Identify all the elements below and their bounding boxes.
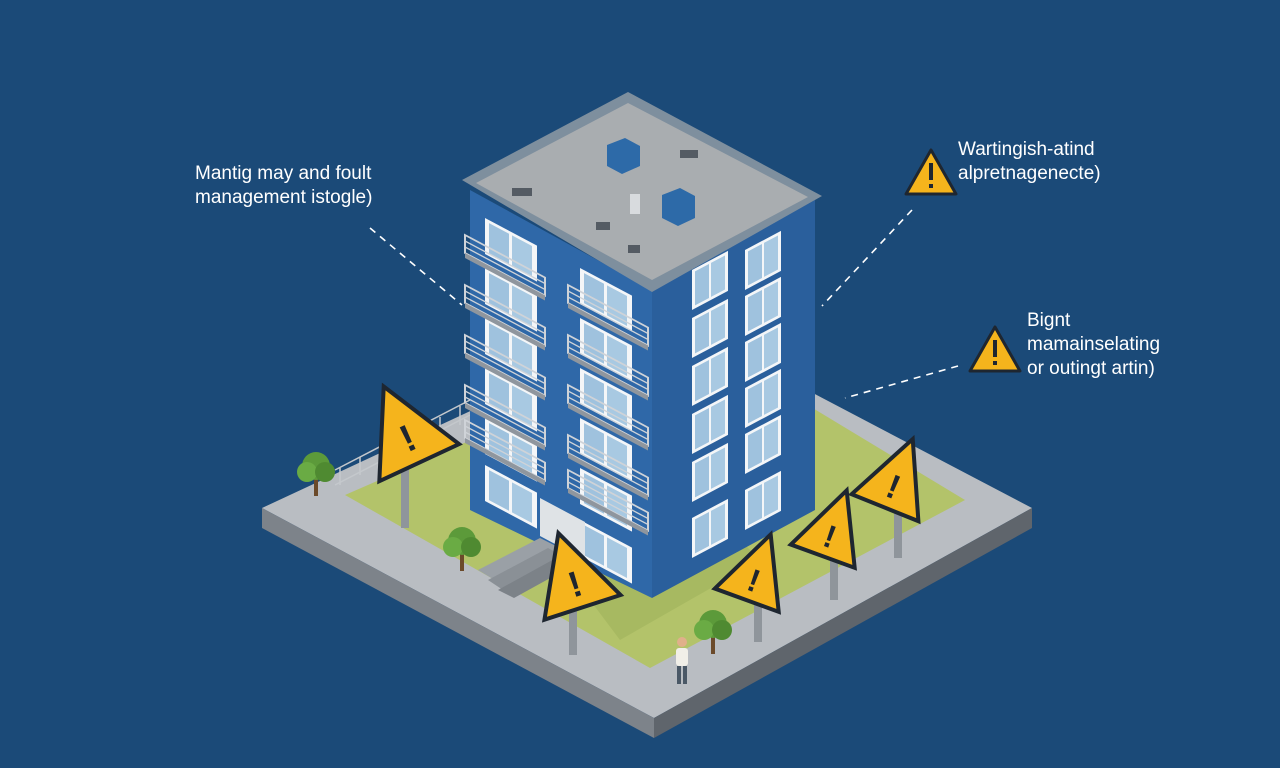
apartment-building xyxy=(462,92,822,598)
callout-text-line: alpretnagenecte) xyxy=(958,163,1101,184)
callout-text-line: Bignt xyxy=(1027,310,1071,331)
person-figure xyxy=(676,637,688,684)
warning-sign-2: ! xyxy=(541,528,625,655)
warning-sign-1: ! xyxy=(377,382,463,528)
warning-signs: ! ! ! ! ! xyxy=(377,382,921,655)
callout-text-line: Mantig may and foult xyxy=(195,163,372,184)
warning-sign-3: ! xyxy=(711,530,782,642)
callout-label-3: Bignt mamainselating or outingt artin) xyxy=(1027,309,1160,381)
warning-icon xyxy=(904,148,958,196)
callout-text-line: Wartingish-atind xyxy=(958,139,1095,160)
callout-lines xyxy=(369,209,959,399)
warning-sign-5: ! xyxy=(847,434,921,558)
callout-label-2: Wartingish-atind alpretnagenecte) xyxy=(958,138,1101,186)
roof-units xyxy=(512,138,698,253)
callout-text-line: or outingt artin) xyxy=(1027,358,1155,379)
warning-sign-4: ! xyxy=(787,486,858,600)
callout-label-1: Mantig may and foult management istogle) xyxy=(195,162,372,210)
callout-text-line: management istogle) xyxy=(195,187,373,208)
warning-icon xyxy=(968,325,1022,373)
callout-text-line: mamainselating xyxy=(1027,334,1161,355)
